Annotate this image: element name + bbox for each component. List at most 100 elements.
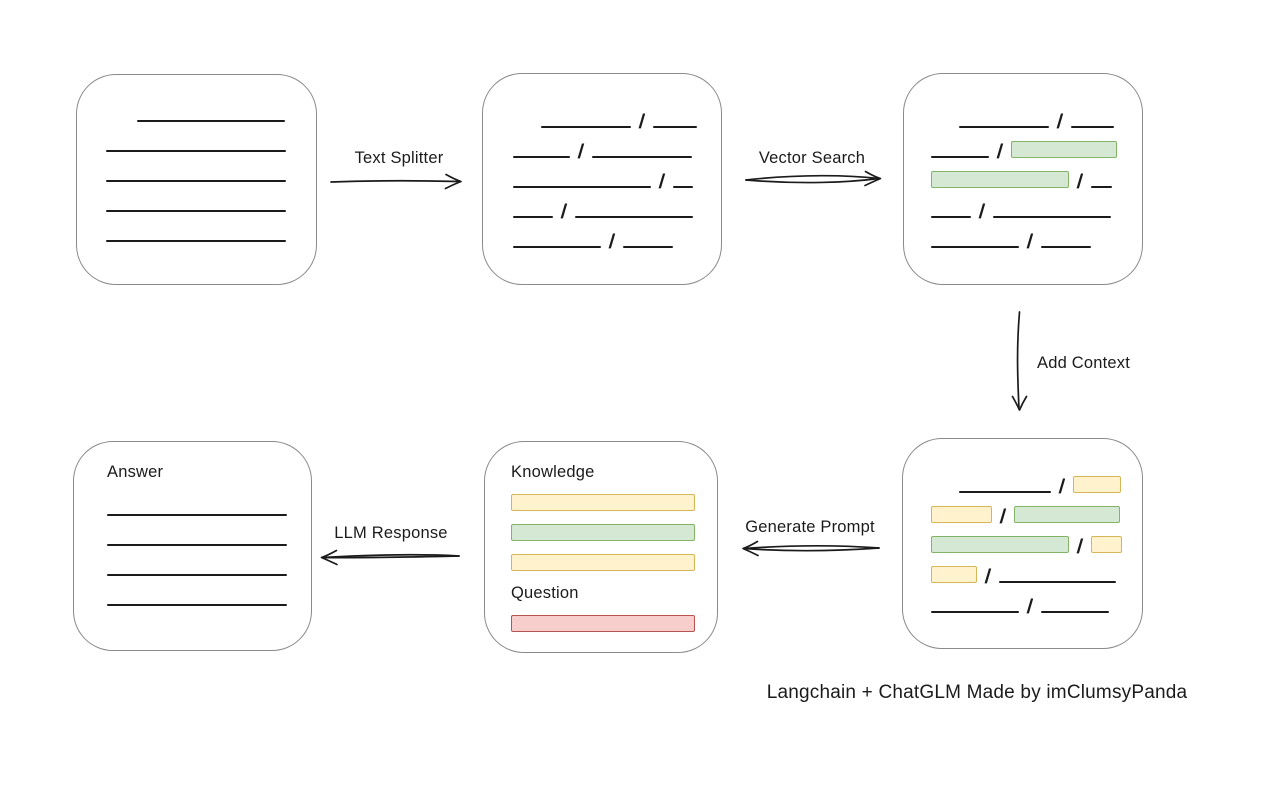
segment-row: / bbox=[931, 583, 1142, 618]
text-line bbox=[931, 611, 1019, 613]
document-box bbox=[76, 74, 317, 285]
text-line bbox=[106, 180, 286, 182]
retrieved-rows: / / / / / bbox=[931, 98, 1142, 253]
arrow-label-generate-prompt: Generate Prompt bbox=[745, 518, 875, 536]
segment-row bbox=[106, 92, 316, 122]
slash-separator: / bbox=[1075, 171, 1084, 193]
llm-response-arrow bbox=[320, 549, 460, 566]
yellow-highlight-bar bbox=[1090, 536, 1122, 553]
segment-row bbox=[106, 182, 316, 212]
text-line bbox=[513, 186, 651, 188]
text-line bbox=[998, 581, 1116, 583]
text-line bbox=[652, 126, 697, 128]
slash-separator: / bbox=[559, 201, 568, 223]
knowledge-label: Knowledge bbox=[511, 463, 595, 481]
text-line bbox=[107, 514, 287, 516]
green-highlight-bar bbox=[1013, 506, 1120, 523]
vector-search-arrow bbox=[745, 170, 882, 187]
text-line bbox=[959, 491, 1051, 493]
segment-row bbox=[107, 576, 311, 606]
segment-row: / bbox=[513, 128, 721, 163]
knowledge-bars bbox=[511, 494, 695, 571]
yellow-highlight-bar bbox=[931, 506, 992, 523]
slash-separator: / bbox=[637, 111, 646, 133]
green-highlight-bar bbox=[931, 536, 1069, 553]
text-line bbox=[137, 120, 285, 122]
text-line bbox=[106, 210, 286, 212]
green-highlight-bar bbox=[931, 171, 1069, 188]
segment-row: / bbox=[931, 158, 1142, 193]
slash-separator: / bbox=[998, 506, 1007, 528]
green-bar bbox=[511, 524, 695, 541]
segment-row: / bbox=[513, 158, 721, 193]
segment-row: / bbox=[513, 188, 721, 223]
red-bar bbox=[511, 615, 695, 632]
slash-separator: / bbox=[1025, 231, 1034, 253]
vector-search-result-box: / / / / / bbox=[903, 73, 1143, 285]
text-line bbox=[1090, 186, 1112, 188]
slash-separator: / bbox=[983, 566, 992, 588]
text-line bbox=[513, 216, 553, 218]
text-line bbox=[591, 156, 692, 158]
slash-separator: / bbox=[576, 141, 585, 163]
arrow-label-llm-response: LLM Response bbox=[334, 524, 448, 542]
question-bars bbox=[511, 615, 695, 632]
prompt-box: Knowledge Question bbox=[484, 441, 718, 653]
add-context-arrow bbox=[1011, 311, 1028, 411]
text-line bbox=[107, 544, 287, 546]
segment-row bbox=[106, 152, 316, 182]
context-rows: / / / / / bbox=[931, 463, 1142, 618]
text-line bbox=[513, 246, 601, 248]
text-line bbox=[541, 126, 631, 128]
text-line bbox=[959, 126, 1049, 128]
segment-row: / bbox=[931, 553, 1142, 588]
text-line bbox=[574, 216, 693, 218]
segment-row bbox=[107, 516, 311, 546]
yellow-bar bbox=[511, 554, 695, 571]
text-line bbox=[931, 246, 1019, 248]
document-lines bbox=[106, 92, 316, 242]
arrow-label-vector-search: Vector Search bbox=[758, 149, 866, 167]
segment-row: / bbox=[931, 128, 1142, 163]
slash-separator: / bbox=[1055, 111, 1064, 133]
text-line bbox=[513, 156, 570, 158]
arrow-label-text-splitter: Text Splitter bbox=[354, 149, 444, 167]
chunk-rows: ///// bbox=[513, 98, 721, 253]
text-line bbox=[106, 150, 286, 152]
segment-row bbox=[107, 546, 311, 576]
segment-row: / bbox=[513, 218, 721, 253]
text-line bbox=[931, 156, 989, 158]
text-line bbox=[672, 186, 693, 188]
slash-separator: / bbox=[1075, 536, 1084, 558]
segment-row bbox=[107, 486, 311, 516]
text-line bbox=[622, 246, 673, 248]
segment-row: / bbox=[931, 523, 1142, 558]
text-line bbox=[931, 216, 971, 218]
text-line bbox=[107, 604, 287, 606]
split-chunks-box: ///// bbox=[482, 73, 722, 285]
generate-prompt-arrow bbox=[742, 540, 880, 557]
credit-caption: Langchain + ChatGLM Made by imClumsyPand… bbox=[766, 682, 1188, 703]
text-line bbox=[107, 574, 287, 576]
segment-row: / bbox=[931, 188, 1142, 223]
slash-separator: / bbox=[995, 141, 1004, 163]
question-label: Question bbox=[511, 584, 579, 602]
segment-row bbox=[106, 212, 316, 242]
segment-row bbox=[106, 122, 316, 152]
arrow-label-add-context: Add Context bbox=[1037, 354, 1131, 372]
yellow-highlight-bar bbox=[931, 566, 977, 583]
answer-lines bbox=[107, 486, 311, 606]
slash-separator: / bbox=[977, 201, 986, 223]
answer-box: Answer bbox=[73, 441, 312, 651]
yellow-bar bbox=[511, 494, 695, 511]
slash-separator: / bbox=[607, 231, 616, 253]
segment-row: / bbox=[513, 98, 721, 133]
slash-separator: / bbox=[1025, 596, 1034, 618]
segment-row: / bbox=[931, 463, 1142, 498]
text-line bbox=[106, 240, 286, 242]
segment-row: / bbox=[931, 98, 1142, 133]
segment-row: / bbox=[931, 218, 1142, 253]
text-line bbox=[1040, 246, 1091, 248]
green-highlight-bar bbox=[1010, 141, 1117, 158]
answer-label: Answer bbox=[107, 463, 164, 481]
